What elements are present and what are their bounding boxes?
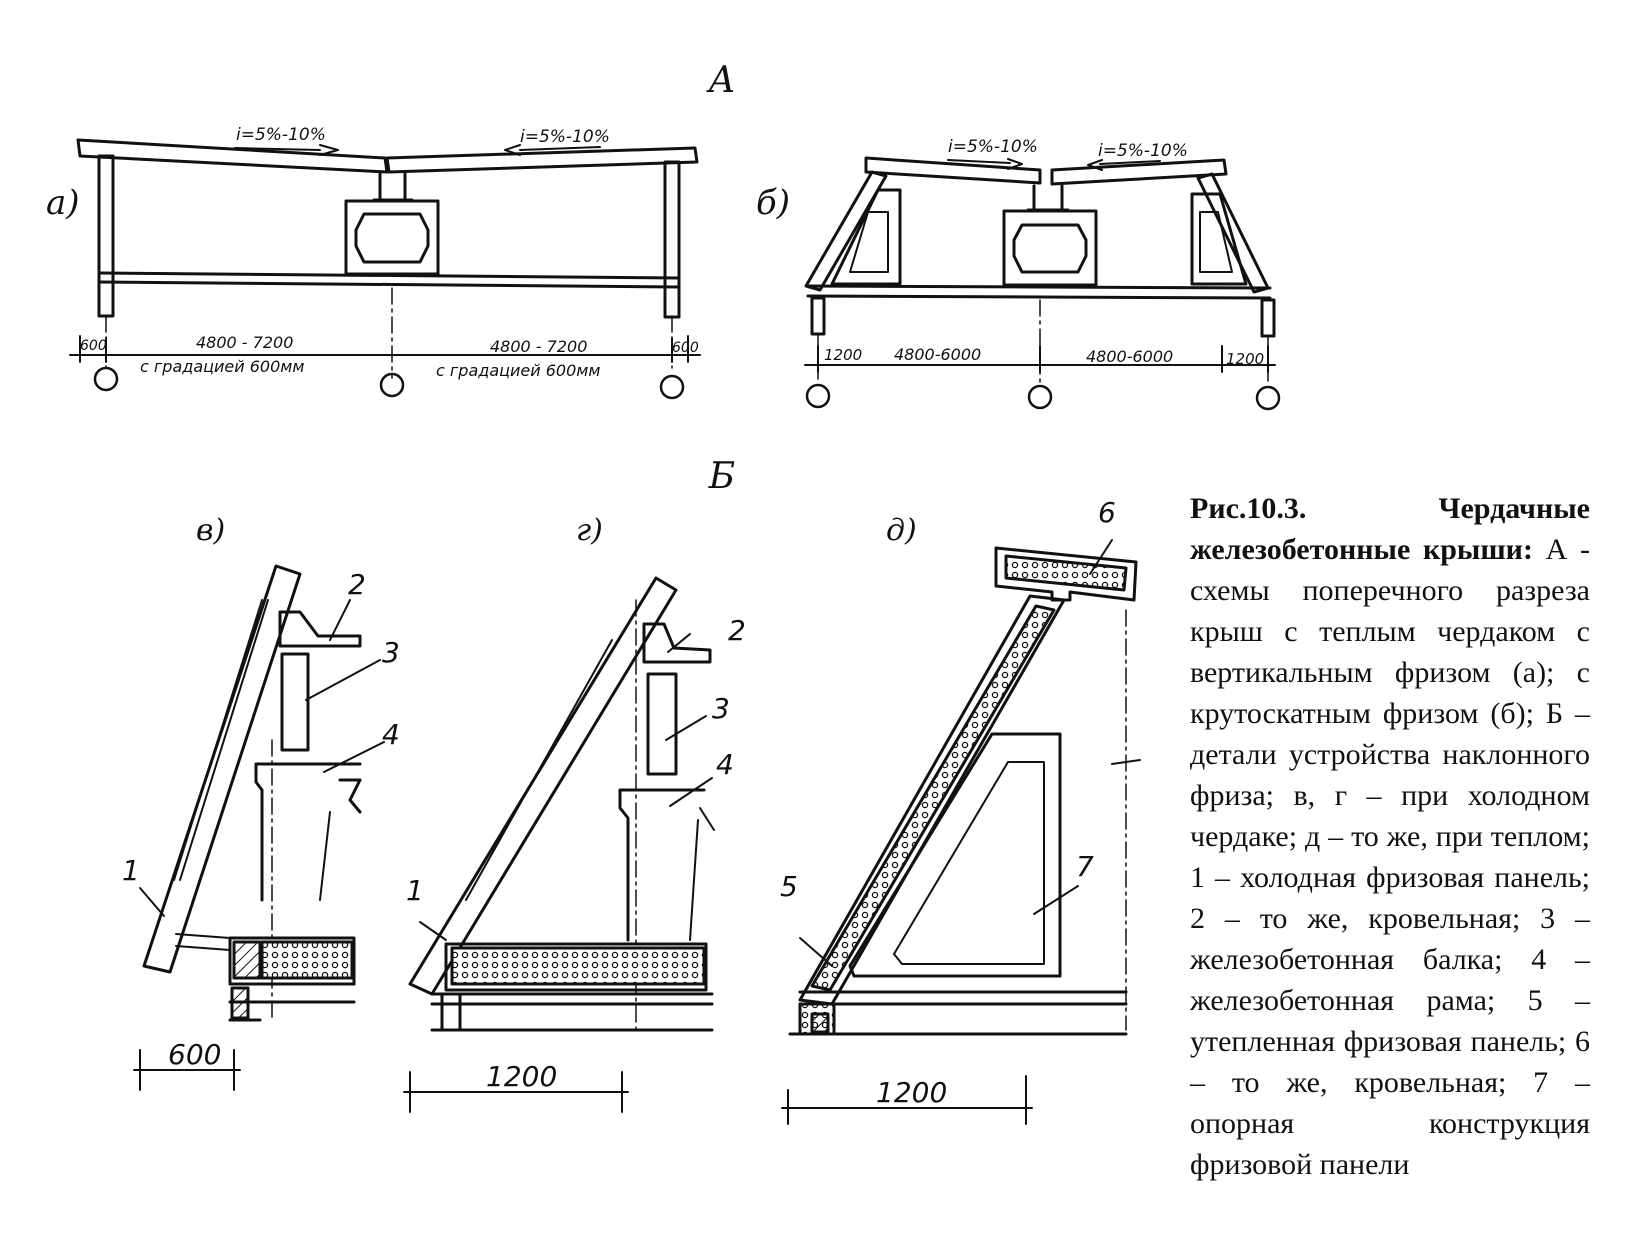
subfig-label-d: д) — [886, 513, 917, 548]
dim-label: 1200 — [824, 346, 862, 364]
dim-label: 600 — [80, 338, 107, 354]
caption-title: Рис.10.3. Чердачные железобетонные крыши… — [1190, 492, 1590, 566]
scheme-a — [69, 138, 701, 400]
detail-v — [133, 564, 385, 1091]
dim-note: с градацией 600мм — [140, 357, 304, 376]
callout-1: 1 — [122, 854, 140, 887]
slope-label: i=5%-10% — [520, 127, 610, 147]
dim-label: 4800-6000 — [894, 345, 981, 364]
subfig-label-v: в) — [196, 513, 225, 548]
callout-5: 5 — [780, 870, 798, 903]
scheme-b — [804, 156, 1281, 411]
section-label-a: А — [705, 60, 735, 101]
callout-4: 4 — [716, 748, 734, 781]
dim-label: 600 — [672, 340, 699, 356]
subfig-label-g: г) — [576, 513, 603, 548]
callout-2: 2 — [728, 614, 746, 647]
detail-dim-label: 1200 — [876, 1076, 947, 1109]
callout-6: 6 — [1098, 496, 1116, 529]
callout-7: 7 — [1076, 850, 1094, 883]
detail-dim-label: 1200 — [486, 1060, 557, 1093]
callout-1: 1 — [406, 874, 424, 907]
subfig-label-b: б) — [756, 183, 790, 223]
slope-label: i=5%-10% — [1098, 141, 1188, 161]
callout-4: 4 — [382, 718, 400, 751]
subfig-label-a: а) — [46, 183, 80, 223]
dim-label: 4800-6000 — [1086, 347, 1173, 366]
figure-caption: Рис.10.3. Чердачные железобетонные крыши… — [1190, 488, 1590, 1185]
callout-2: 2 — [348, 568, 366, 601]
dim-label: 4800 - 7200 — [196, 333, 293, 352]
callout-3: 3 — [382, 636, 400, 669]
dim-label: 1200 — [1226, 350, 1264, 368]
slope-label: i=5%-10% — [948, 137, 1038, 157]
detail-g — [403, 576, 715, 1113]
section-label-b: Б — [708, 456, 735, 497]
detail-d — [781, 539, 1141, 1125]
caption-body: А - схемы поперечного разреза крыш с теп… — [1190, 533, 1591, 1181]
slope-label: i=5%-10% — [236, 125, 326, 145]
detail-dim-label: 600 — [168, 1038, 221, 1071]
callout-3: 3 — [712, 692, 730, 725]
dim-label: 4800 - 7200 — [490, 337, 587, 356]
dim-note: с градацией 600мм — [436, 361, 600, 380]
